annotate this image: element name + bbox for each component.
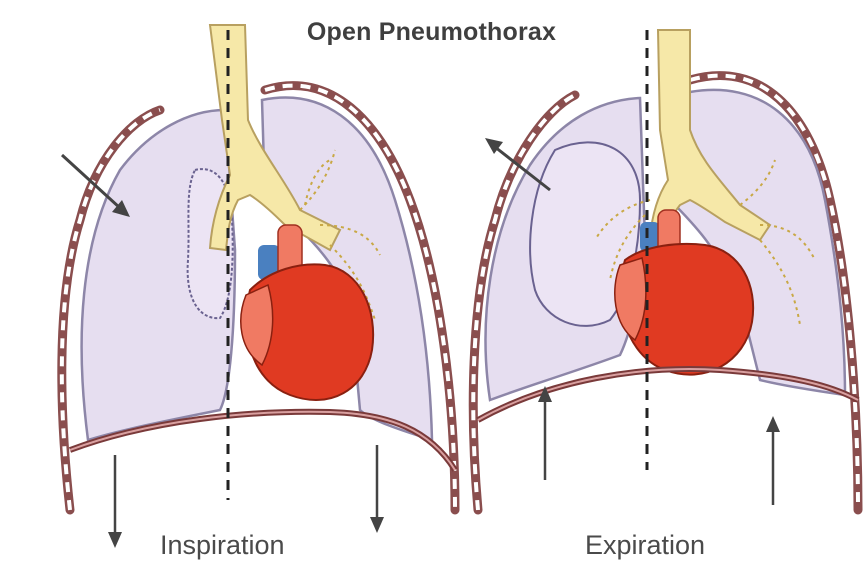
diagram-title: Open Pneumothorax: [0, 18, 863, 47]
caption-inspiration: Inspiration: [160, 530, 285, 561]
caption-expiration: Expiration: [585, 530, 705, 561]
